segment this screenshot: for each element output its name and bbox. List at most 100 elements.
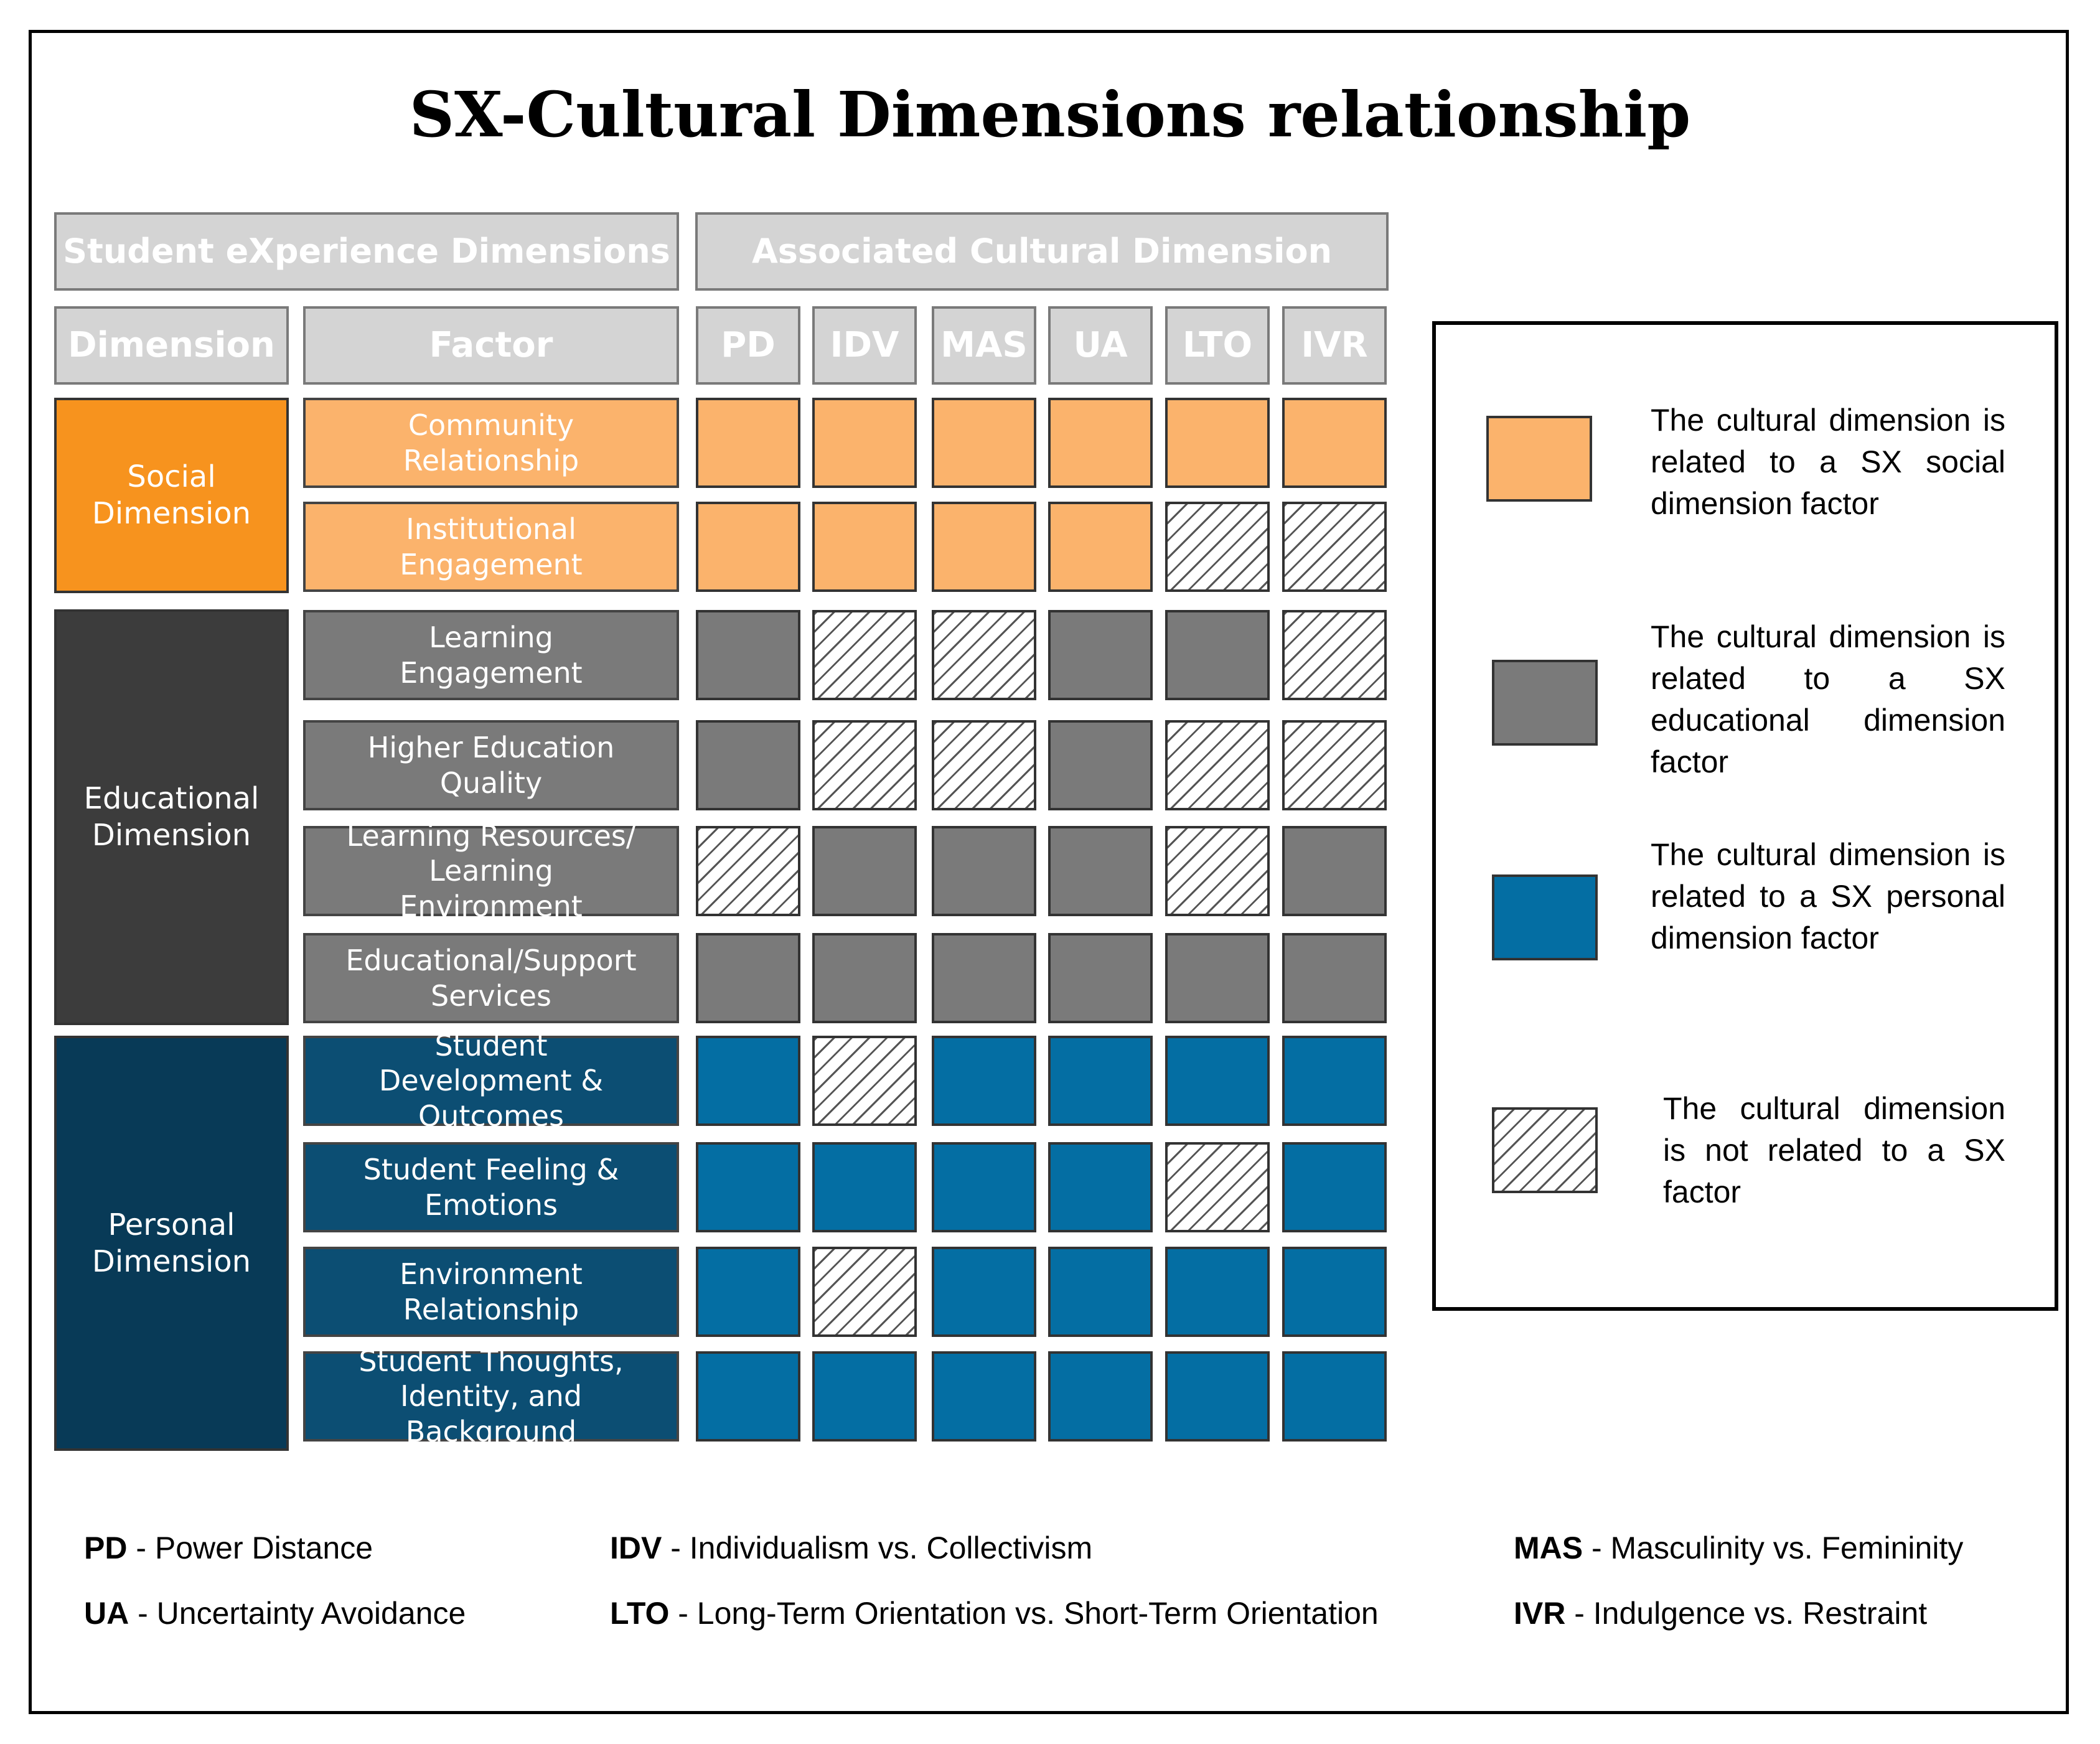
matrix-cell-related	[1282, 398, 1387, 488]
matrix-cell-related	[932, 1036, 1036, 1126]
matrix-cell-not-related	[1282, 610, 1387, 700]
matrix-cell-related	[1165, 398, 1270, 488]
matrix-cell-related	[1282, 1036, 1387, 1126]
factor-personal-1: Student Feeling & Emotions	[303, 1142, 679, 1232]
matrix-cell-related	[932, 933, 1036, 1023]
matrix-cell-related	[1165, 610, 1270, 700]
matrix-cell-related	[812, 398, 917, 488]
dimension-social: Social Dimension	[54, 398, 289, 593]
matrix-cell-related	[1165, 1036, 1270, 1126]
factor-personal-0: Student Development & Outcomes	[303, 1029, 679, 1133]
matrix-cell-related	[1048, 1351, 1153, 1442]
matrix-cell-related	[932, 502, 1036, 592]
matrix-cell-related	[1282, 1247, 1387, 1337]
matrix-cell-related	[696, 610, 800, 700]
abbr-mas: MAS - Masculinity vs. Femininity	[1514, 1530, 1963, 1566]
abbr-desc: - Indulgence vs. Restraint	[1565, 1596, 1928, 1631]
factor-educational-1: Higher Education Quality	[303, 720, 679, 810]
legend-swatch-not-related	[1492, 1107, 1598, 1193]
matrix-cell-related	[696, 1351, 800, 1442]
matrix-cell-related	[932, 1351, 1036, 1442]
matrix-cell-related	[1165, 933, 1270, 1023]
matrix-cell-related	[1048, 933, 1153, 1023]
abbr-idv: IDV - Individualism vs. Collectivism	[610, 1530, 1092, 1566]
matrix-cell-related	[696, 1036, 800, 1126]
dimension-educational: Educational Dimension	[54, 609, 289, 1025]
matrix-cell-related	[696, 502, 800, 592]
matrix-cell-not-related	[812, 610, 917, 700]
matrix-cell-related	[932, 826, 1036, 916]
abbr-code: LTO	[610, 1596, 670, 1631]
matrix-cell-not-related	[932, 610, 1036, 700]
matrix-cell-related	[932, 398, 1036, 488]
matrix-cell-not-related	[1165, 1142, 1270, 1232]
header-code-lto: LTO	[1165, 306, 1270, 385]
matrix-cell-related	[1048, 1036, 1153, 1126]
legend-text-personal: The cultural dimension is related to a S…	[1651, 837, 2005, 955]
matrix-cell-not-related	[1165, 720, 1270, 810]
factor-educational-3: Educational/Support Services	[303, 933, 679, 1023]
abbr-code: IVR	[1514, 1596, 1566, 1631]
abbr-desc: - Masculinity vs. Femininity	[1583, 1531, 1964, 1565]
factor-personal-2: Environment Relationship	[303, 1247, 679, 1337]
matrix-cell-related	[932, 1142, 1036, 1232]
matrix-cell-not-related	[1282, 502, 1387, 592]
matrix-cell-related	[812, 1351, 917, 1442]
abbr-lto: LTO - Long-Term Orientation vs. Short-Te…	[610, 1595, 1379, 1631]
legend-swatch-personal	[1492, 874, 1598, 960]
header-code-ivr: IVR	[1282, 306, 1387, 385]
matrix-cell-related	[696, 1247, 800, 1337]
matrix-cell-related	[696, 1142, 800, 1232]
header-dimension: Dimension	[54, 306, 289, 385]
abbr-desc: - Long-Term Orientation vs. Short-Term O…	[669, 1596, 1379, 1631]
matrix-cell-not-related	[812, 1247, 917, 1337]
matrix-cell-related	[696, 398, 800, 488]
matrix-cell-related	[1048, 826, 1153, 916]
factor-educational-2: Learning Resources/ Learning Environment	[303, 819, 679, 923]
matrix-cell-not-related	[1165, 502, 1270, 592]
abbr-ua: UA - Uncertainty Avoidance	[84, 1595, 466, 1631]
factor-social-1: Institutional Engagement	[303, 502, 679, 592]
abbr-desc: - Uncertainty Avoidance	[129, 1596, 466, 1631]
matrix-cell-related	[812, 502, 917, 592]
matrix-cell-not-related	[1165, 826, 1270, 916]
factor-personal-3: Student Thoughts, Identity, and Backgrou…	[303, 1344, 679, 1448]
matrix-cell-related	[1048, 1142, 1153, 1232]
header-code-pd: PD	[696, 306, 800, 385]
abbr-code: UA	[84, 1596, 129, 1631]
matrix-cell-related	[812, 1142, 917, 1232]
matrix-cell-not-related	[812, 1036, 917, 1126]
matrix-cell-related	[1282, 1351, 1387, 1442]
matrix-cell-related	[1048, 398, 1153, 488]
matrix-cell-not-related	[932, 720, 1036, 810]
factor-social-0: Community Relationship	[303, 398, 679, 488]
matrix-cell-related	[1048, 502, 1153, 592]
legend-swatch-social	[1486, 416, 1592, 502]
matrix-cell-not-related	[1282, 720, 1387, 810]
factor-educational-0: Learning Engagement	[303, 610, 679, 700]
abbr-code: MAS	[1514, 1531, 1583, 1565]
matrix-cell-related	[1165, 1351, 1270, 1442]
figure-title: SX-Cultural Dimensions relationship	[409, 78, 1691, 151]
matrix-cell-related	[812, 826, 917, 916]
header-code-ua: UA	[1048, 306, 1153, 385]
matrix-cell-related	[1048, 610, 1153, 700]
legend-box: The cultural dimension is related to a S…	[1432, 321, 2058, 1311]
matrix-cell-related	[932, 1247, 1036, 1337]
abbr-desc: - Power Distance	[127, 1531, 373, 1565]
matrix-cell-not-related	[696, 826, 800, 916]
header-associated-cultural: Associated Cultural Dimension	[695, 212, 1389, 291]
matrix-cell-related	[696, 933, 800, 1023]
abbr-pd: PD - Power Distance	[84, 1530, 373, 1566]
matrix-cell-related	[1048, 1247, 1153, 1337]
header-code-idv: IDV	[812, 306, 917, 385]
abbr-code: IDV	[610, 1531, 662, 1565]
abbr-desc: - Individualism vs. Collectivism	[662, 1531, 1093, 1565]
matrix-cell-related	[1282, 933, 1387, 1023]
header-factor: Factor	[303, 306, 679, 385]
legend-text-educational: The cultural dimension is related to a S…	[1651, 619, 2005, 779]
matrix-cell-not-related	[812, 720, 917, 810]
matrix-cell-related	[1165, 1247, 1270, 1337]
matrix-cell-related	[1282, 826, 1387, 916]
matrix-cell-related	[696, 720, 800, 810]
